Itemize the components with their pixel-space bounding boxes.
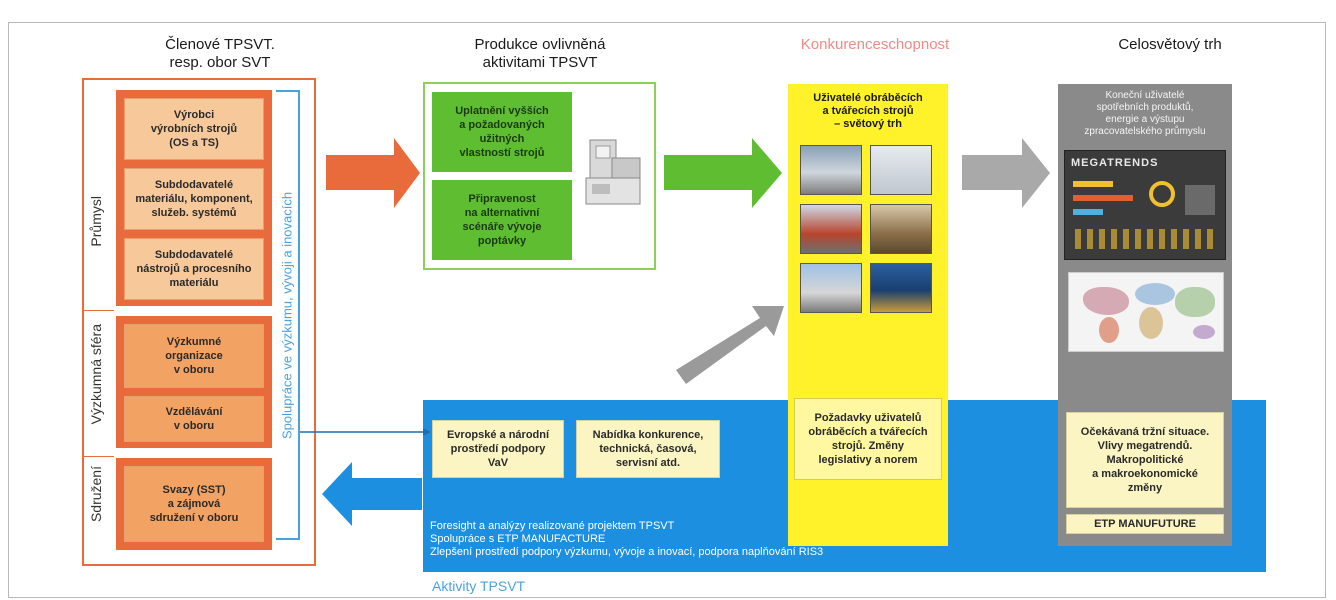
competition-offer-box: Nabídka konkurence, technická, časová, s…	[576, 420, 720, 478]
train-photo	[800, 204, 862, 254]
tank-photo	[870, 204, 932, 254]
members-header: Členové TPSVT. resp. obor SVT	[165, 36, 275, 71]
end-users-text: Koneční uživatelé spotřebních produktů, …	[1084, 90, 1206, 137]
megatrends-infographic: MEGATRENDS	[1064, 150, 1226, 260]
competitiveness-header: Konkurenceschopnost	[800, 36, 950, 53]
activities-label: Aktivity TPSVT	[432, 578, 526, 594]
member-box-manufacturers: Výrobci výrobních strojů (OS a TS)	[124, 98, 264, 160]
arrow-diagonal-up	[676, 306, 784, 384]
divider-2	[84, 456, 114, 457]
production-box-properties: Uplatnění vyšších a požadovaných užitnýc…	[432, 92, 572, 172]
arrow-feedback-left	[322, 462, 422, 526]
arrow-competitiveness-to-world	[962, 138, 1050, 208]
member-box-suppliers-tools: Subdodavatelé nástrojů a procesního mate…	[124, 238, 264, 300]
expected-market-box: Očekávaná tržní situace. Vlivy megatrend…	[1066, 412, 1224, 508]
world-market-header: Celosvětový trh	[1118, 36, 1222, 53]
cooperation-bracket	[276, 90, 300, 540]
arrow-production-to-competitiveness	[664, 138, 782, 208]
industry-photo	[870, 263, 932, 313]
megatrends-logo: MEGATRENDS	[1071, 157, 1159, 169]
production-box-readiness: Připravenost na alternativní scénáře výv…	[432, 180, 572, 260]
member-box-suppliers-material: Subdodavatelé materiálu, komponent, služ…	[124, 168, 264, 230]
aircraft-photo	[870, 145, 932, 195]
activities-line-2: Spolupráce s ETP MANUFACTURE	[430, 533, 606, 545]
member-box-research-orgs: Výzkumné organizace v oboru	[124, 324, 264, 388]
member-box-education: Vzdělávání v oboru	[124, 396, 264, 442]
users-world-market: Uživatelé obráběcích a tvářecích strojů …	[813, 92, 923, 130]
activities-lines: Foresight a analýzy realizované projekte…	[430, 520, 970, 559]
divider-1	[84, 310, 114, 311]
member-box-associations: Svazy (SST) a zájmová sdružení v oboru	[124, 466, 264, 542]
car-photo	[800, 145, 862, 195]
activities-line-3: Zlepšení prostředí podpory výzkumu, vývo…	[430, 546, 824, 558]
activities-line-1: Foresight a analýzy realizované projekte…	[430, 520, 675, 532]
power-plant-photo	[800, 263, 862, 313]
user-requirements-box: Požadavky uživatelů obráběcích a tvářecí…	[794, 398, 942, 480]
production-header: Produkce ovlivněná aktivitami TPSVT	[474, 36, 606, 71]
etp-manufuture-box: ETP MANUFUTURE	[1066, 514, 1224, 534]
diagram-frame	[8, 22, 1326, 598]
support-environment-box: Evropské a národní prostředí podpory VaV	[432, 420, 564, 478]
arrow-members-to-production	[326, 138, 420, 208]
world-map-image	[1068, 272, 1224, 352]
machine-tool-icon	[585, 139, 641, 205]
